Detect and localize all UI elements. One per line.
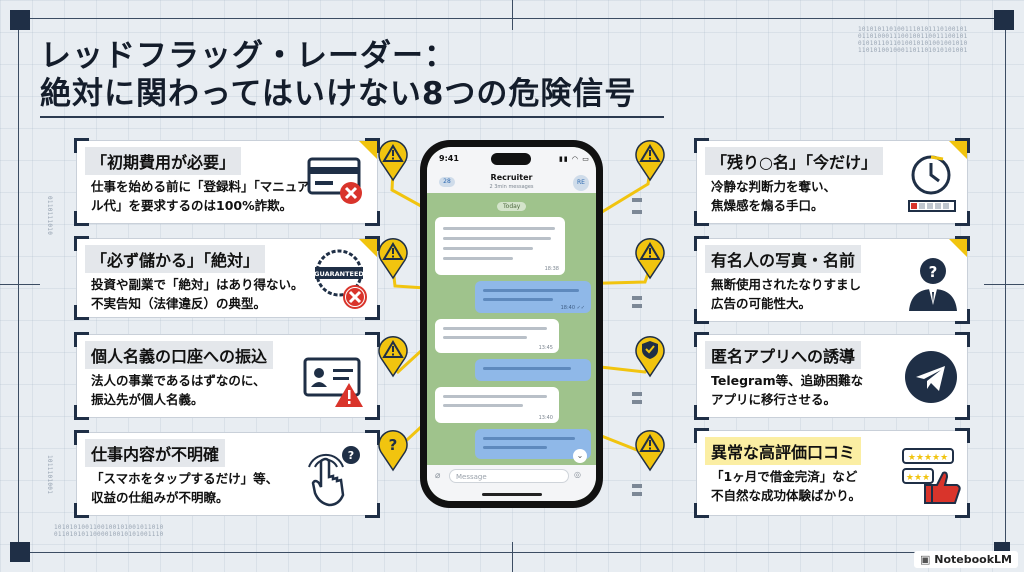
- incoming-message-2: 13:45: [435, 319, 559, 353]
- right-card-celebrity: 有名人の写真・名前 無断使用されたなりすまし 広告の可能性大。 ?: [694, 236, 970, 324]
- frame-bottom-tick: [512, 542, 513, 572]
- corner-marker-tr: [994, 10, 1014, 30]
- tap-hand-question-icon: ?: [308, 446, 360, 507]
- home-indicator: [482, 493, 542, 496]
- phone-screen: 9:41 ▮▮ ◠ ▭ 28 Recruiter 2 3min messages…: [427, 147, 596, 501]
- card-title: 異常な高評価口コミ: [705, 437, 862, 465]
- unknown-person-icon: ?: [909, 258, 957, 311]
- chat-contact-name: Recruiter: [490, 173, 533, 182]
- card-description: 「1ヶ月で借金完済」など 不自然な成功体験ばかり。: [711, 469, 862, 503]
- card-description: Telegram等、追跡困難な アプリに移行させる。: [711, 373, 864, 407]
- contact-avatar[interactable]: RE: [573, 175, 589, 191]
- card-title: 「必ず儲かる」「絶対」: [85, 245, 266, 273]
- warning-pin-right-1: [635, 140, 665, 182]
- card-description: 無断使用されたなりすまし 広告の可能性大。: [711, 277, 862, 311]
- phone-mockup: 9:41 ▮▮ ◠ ▭ 28 Recruiter 2 3min messages…: [420, 140, 603, 508]
- card-title: 個人名義の口座への振込: [85, 341, 274, 369]
- right-card-fake-reviews: 異常な高評価口コミ 「1ヶ月で借金完済」など 不自然な成功体験ばかり。 ★★★★…: [694, 428, 970, 518]
- right-card-anonymous-app: 匿名アプリへの誘導 Telegram等、追跡困難な アプリに移行させる。: [694, 332, 970, 420]
- corner-marker-bl: [10, 542, 30, 562]
- outgoing-message-2: [475, 359, 591, 381]
- outgoing-message-1: 18:40 ✓✓: [475, 281, 591, 313]
- card-title: 「残り○名」「今だけ」: [705, 147, 883, 175]
- left-card-guaranteed-profit: 「必ず儲かる」「絶対」 投資や副業で「絶対」はあり得ない。 不実告知（法律違反）…: [74, 236, 380, 320]
- warning-pin-left-3: [378, 336, 408, 378]
- outgoing-message-3: [475, 429, 591, 459]
- stars-thumbs-up-icon: ★★★★★ ★★★: [902, 448, 961, 504]
- svg-text:★★★: ★★★: [906, 473, 930, 483]
- card-description: 仕事を始める前に「登録料」「マニュアル ル代」を要求するのは100%詐欺。: [91, 179, 322, 213]
- warning-pin-left-2: [378, 238, 408, 280]
- card-corner-accent: [359, 239, 377, 257]
- status-time: 9:41: [439, 154, 459, 163]
- warning-pin-right-2: [635, 238, 665, 280]
- telegram-icon: [905, 351, 957, 403]
- frame-top-tick: [512, 0, 513, 30]
- status-icons: ▮▮ ◠ ▭: [559, 155, 590, 163]
- frame-right-line: [1005, 24, 1006, 548]
- shield-pin-right-3: [635, 336, 665, 378]
- guaranteed-badge-icon: GUARANTEED: [314, 249, 367, 309]
- date-chip: Today: [497, 202, 527, 211]
- card-description: 法人の事業であるはずなのに、 振込先が個人名義。: [91, 373, 266, 407]
- binary-decoration-left-2: 0110111010: [46, 196, 53, 236]
- page-title-line-2: 絶対に関わってはいけない8つの危険信号: [40, 76, 637, 112]
- svg-text:?: ?: [929, 263, 938, 281]
- page-title-line-1: レッドフラッグ・レーダー：: [40, 38, 456, 74]
- card-title: 有名人の写真・名前: [705, 245, 862, 273]
- left-card-unclear-job: 仕事内容が不明確 「スマホをタップするだけ」等、 収益の仕組みが不明瞭。 ?: [74, 430, 380, 518]
- id-card-warning-icon: [303, 357, 363, 407]
- card-title: 匿名アプリへの誘導: [705, 341, 862, 369]
- timer-icon: [908, 155, 956, 212]
- frame-top-line: [22, 18, 1004, 19]
- question-pin-left-4: ?: [378, 430, 408, 472]
- card-corner-accent: [949, 141, 967, 159]
- title-underline: [40, 116, 664, 118]
- frame-right-tick: [984, 284, 1024, 285]
- frame-left-line: [18, 24, 19, 548]
- card-corner-accent: [359, 141, 377, 159]
- credit-card-x-icon: [307, 157, 362, 204]
- warning-pin-right-4: [635, 430, 665, 472]
- svg-text:★★★★★: ★★★★★: [908, 453, 948, 463]
- card-title: 仕事内容が不明確: [85, 439, 226, 467]
- card-description: 冷静な判断力を奪い、 焦燥感を煽る手口。: [711, 179, 837, 213]
- dynamic-island: [491, 153, 531, 165]
- badge-text: GUARANTEED: [314, 270, 364, 278]
- chat-contact-status: 2 3min messages: [489, 184, 534, 190]
- right-card-limited-time: 「残り○名」「今だけ」 冷静な判断力を奪い、 焦燥感を煽る手口。: [694, 138, 970, 226]
- scroll-down-button[interactable]: ⌄: [573, 449, 587, 463]
- card-corner-accent: [949, 239, 967, 257]
- corner-marker-tl: [10, 10, 30, 30]
- binary-decoration-bottom: 1010101001100100101001011010 01101010110…: [54, 524, 164, 538]
- back-badge[interactable]: 28: [439, 177, 455, 187]
- microphone-icon[interactable]: ◎: [574, 470, 581, 479]
- frame-left-tick: [0, 284, 40, 285]
- notebooklm-logo: ▣ NotebookLM: [914, 551, 1018, 568]
- frame-bottom-line: [22, 552, 922, 553]
- incoming-message-1: 18:38: [435, 217, 565, 275]
- svg-text:?: ?: [348, 449, 354, 462]
- card-description: 投資や副業で「絶対」はあり得ない。 不実告知（法律違反）の典型。: [91, 277, 304, 311]
- left-card-personal-account: 個人名義の口座への振込 法人の事業であるはずなのに、 振込先が個人名義。: [74, 332, 380, 420]
- incoming-message-3: 13:40: [435, 387, 559, 423]
- warning-pin-left-1: [378, 140, 408, 182]
- binary-decoration-top: 1010101101001110101110100101 01101000111…: [858, 26, 968, 54]
- message-input[interactable]: Message: [449, 469, 569, 483]
- left-card-upfront-fee: 「初期費用が必要」 仕事を始める前に「登録料」「マニュアル ル代」を要求するのは…: [74, 138, 380, 226]
- binary-decoration-left: 1011101001: [46, 455, 53, 495]
- card-title: 「初期費用が必要」: [85, 147, 242, 175]
- card-description: 「スマホをタップするだけ」等、 収益の仕組みが不明瞭。: [91, 471, 279, 505]
- svg-text:?: ?: [389, 436, 398, 454]
- attach-icon[interactable]: ⌀: [435, 471, 441, 481]
